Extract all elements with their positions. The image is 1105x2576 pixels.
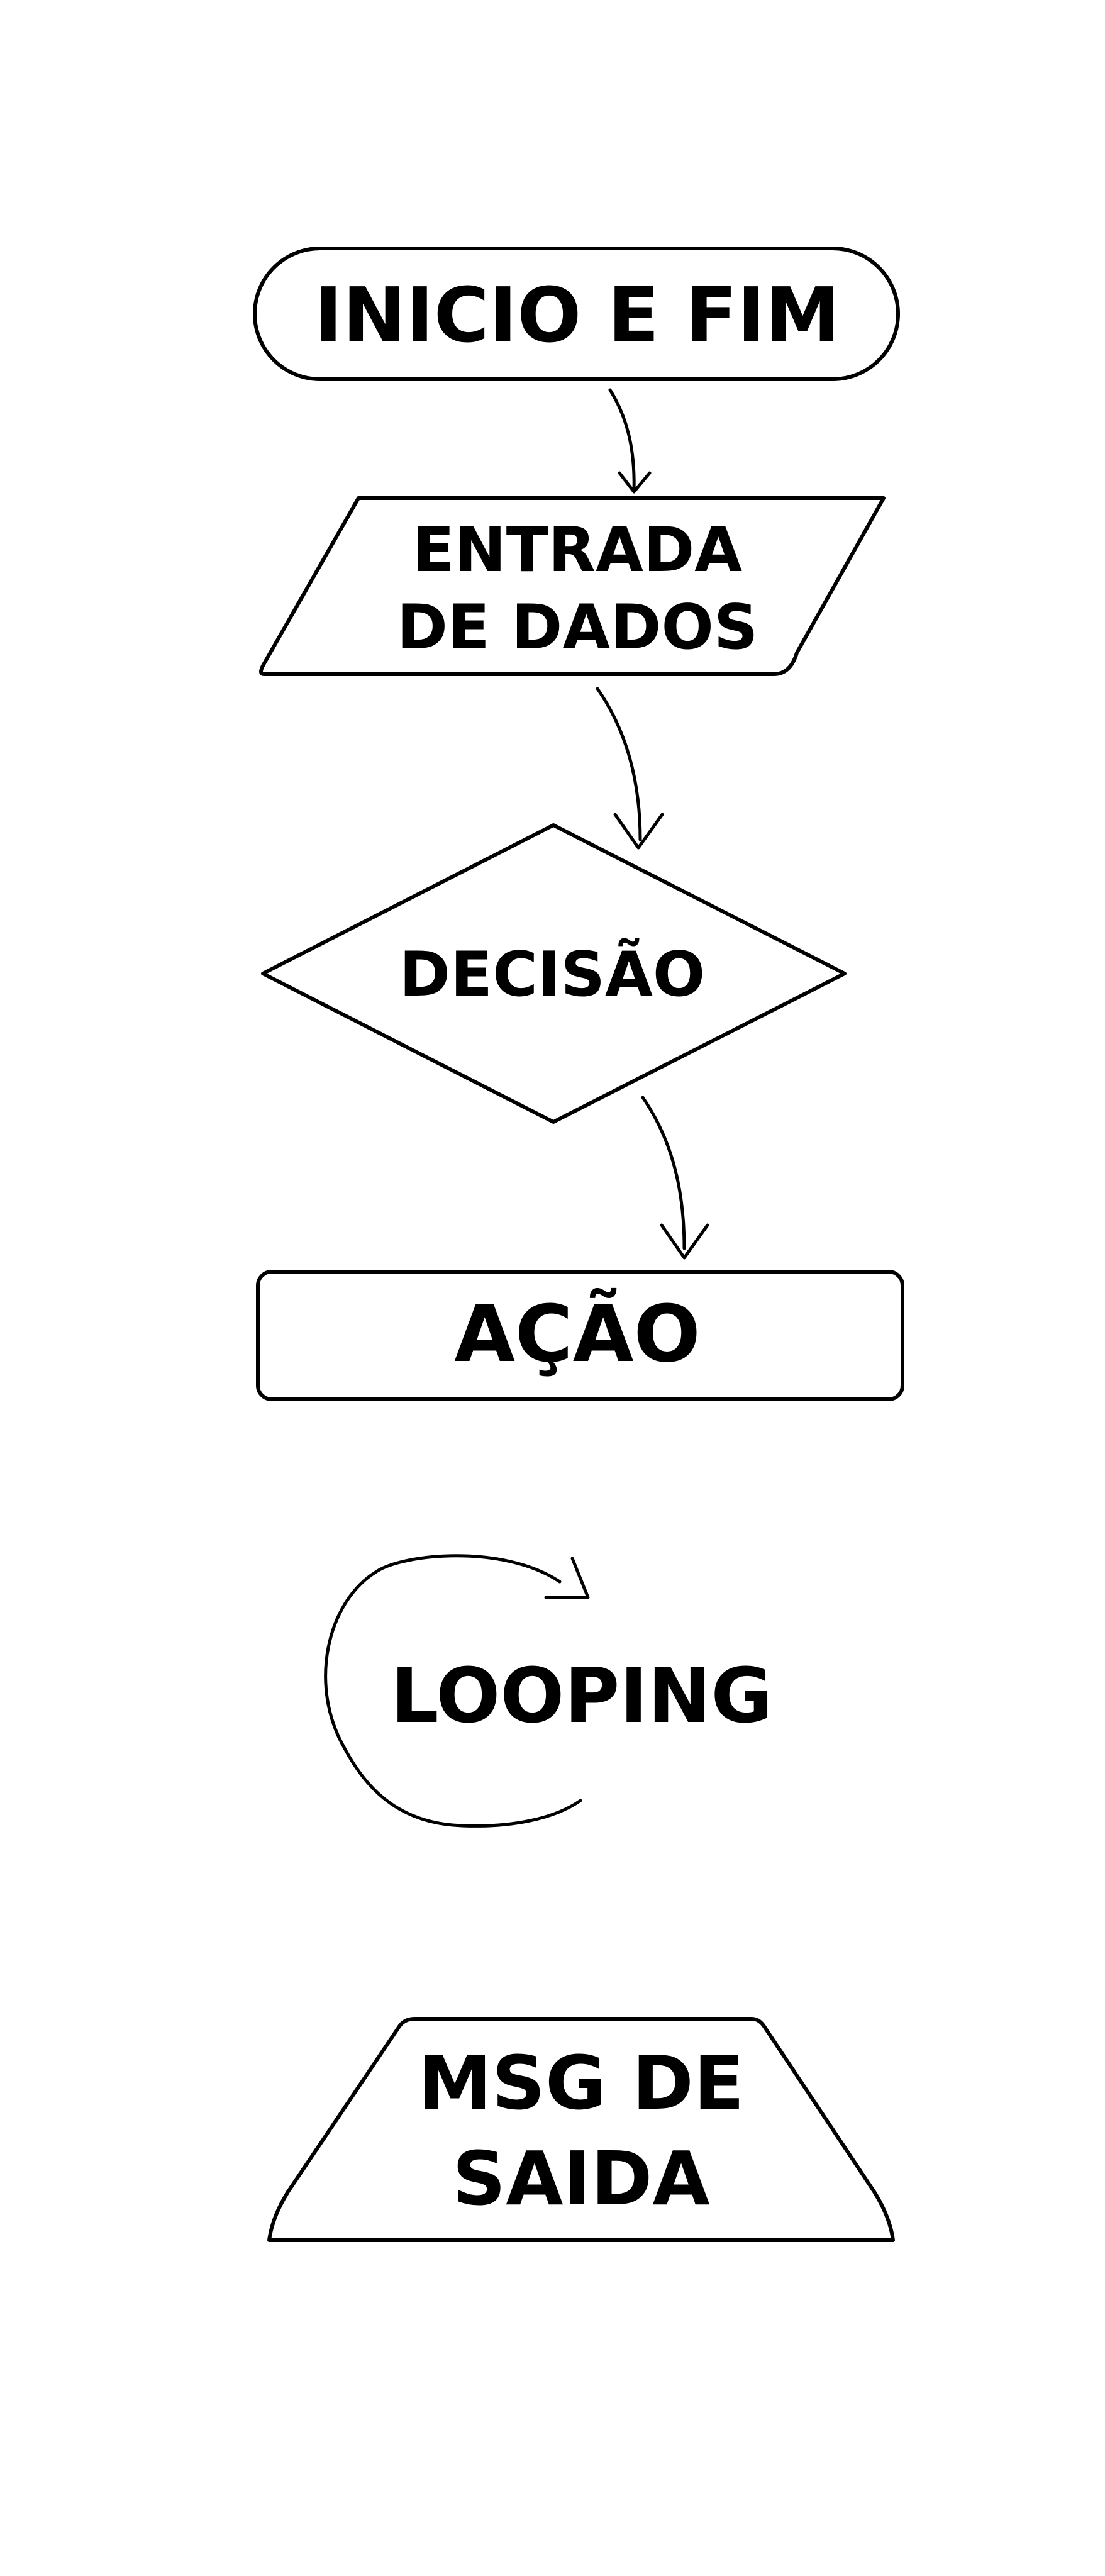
loop-arrow-head — [544, 1557, 590, 1599]
trapezoid-shape — [267, 2017, 895, 2242]
node-action: AÇÃO — [256, 1270, 904, 1401]
node-output-message-label-line-2: SAIDA — [452, 2135, 710, 2222]
arrow-head — [660, 1223, 709, 1260]
node-data-input-label-line-1: ENTRADA — [413, 514, 742, 586]
node-output-message: MSG DE SAIDA — [267, 2017, 895, 2242]
parallelogram-shape — [259, 496, 886, 676]
connector-line — [641, 1096, 686, 1250]
node-decision: DECISÃO — [261, 823, 847, 1124]
connector-line — [608, 388, 636, 492]
terminator-shape — [253, 247, 900, 381]
node-decision-label: DECISÃO — [399, 938, 705, 1011]
node-action-label: AÇÃO — [454, 1287, 700, 1380]
node-data-input: ENTRADA DE DADOS — [259, 496, 886, 676]
connector-input-to-decision — [596, 687, 664, 850]
connector-line — [596, 687, 642, 841]
diamond-shape — [261, 823, 847, 1124]
node-looping-label: LOOPING — [391, 1653, 773, 1740]
loop-arrow-curve — [324, 1554, 582, 1828]
arrow-head — [618, 471, 652, 494]
node-start-end: INICIO E FIM — [253, 247, 900, 381]
node-looping: LOOPING — [324, 1554, 773, 1828]
rectangle-shape — [256, 1270, 904, 1401]
node-output-message-label-line-1: MSG DE — [418, 2040, 745, 2126]
connector-start-to-input — [608, 388, 652, 494]
node-data-input-label-line-2: DE DADOS — [397, 592, 758, 663]
arrow-head — [613, 813, 664, 850]
connector-decision-to-action — [641, 1096, 709, 1260]
node-start-end-label: INICIO E FIM — [314, 272, 840, 360]
